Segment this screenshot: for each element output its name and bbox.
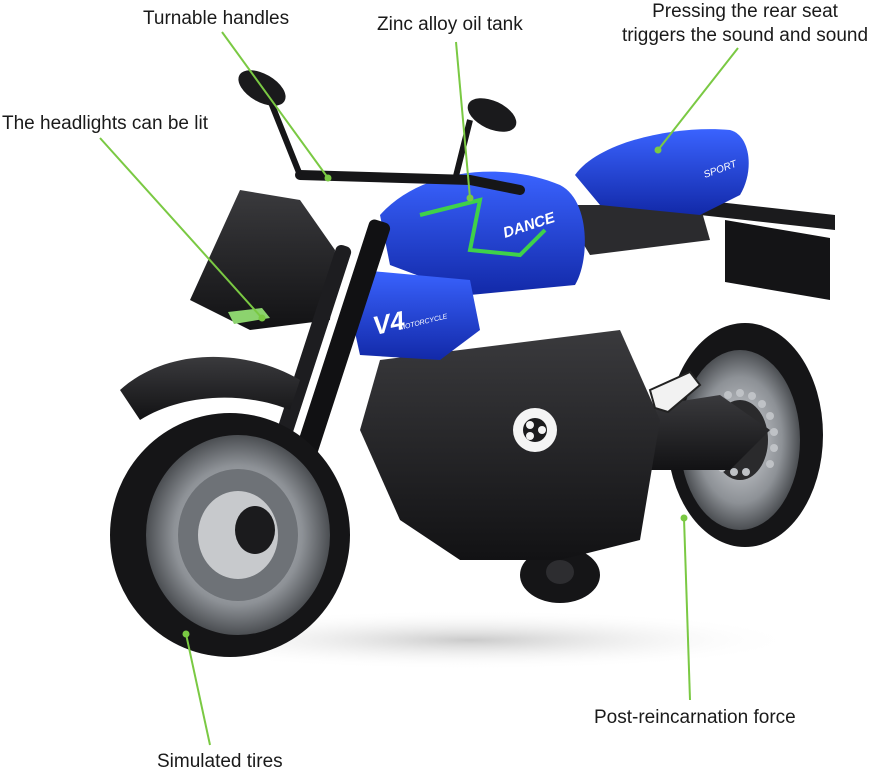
annotation-seat: Pressing the rear seat triggers the soun… [597,0,893,48]
leader-dots [182,146,688,638]
annotation-seat-line2: triggers the sound and sound [621,25,869,46]
right-mirror [467,98,517,132]
handlebar [295,170,525,195]
engine-block [360,330,660,560]
leader-line-handles [221,31,329,179]
annotation-force: Post-reincarnation force [594,707,796,728]
leader-line-force [683,517,691,701]
side-fairing [350,270,480,360]
annotation-tank: Zinc alloy oil tank [377,14,523,35]
annotation-headlights: The headlights can be lit [2,113,208,134]
leader-line-tires [185,633,211,746]
front-fender [120,356,300,420]
front-fork-left [291,219,391,471]
annotation-tires: Simulated tires [157,751,283,772]
leader-line-seat [657,47,739,151]
rear-fender-bar [700,200,835,230]
leader-line-headlights [99,137,263,319]
leader-line-tank [455,41,471,199]
rider-seat [560,205,710,255]
front-fork-right [264,244,352,476]
rear-seat-cowl [575,129,749,215]
headlight-lens [228,308,270,324]
fuel-tank [380,171,585,295]
rear-plate [725,220,830,300]
annotation-handles: Turnable handles [143,8,290,29]
pullback-wheel [520,547,600,603]
white-bracket [648,370,702,414]
right-mirror-stem [452,119,473,181]
fairing-decal-text: V4 [370,305,408,341]
left-mirror-stem [267,98,303,177]
annotation-seat-line1: Pressing the rear seat [652,1,838,22]
leader-lines [99,31,739,746]
front-wheel [110,413,350,657]
headlight-cowl [190,190,335,330]
